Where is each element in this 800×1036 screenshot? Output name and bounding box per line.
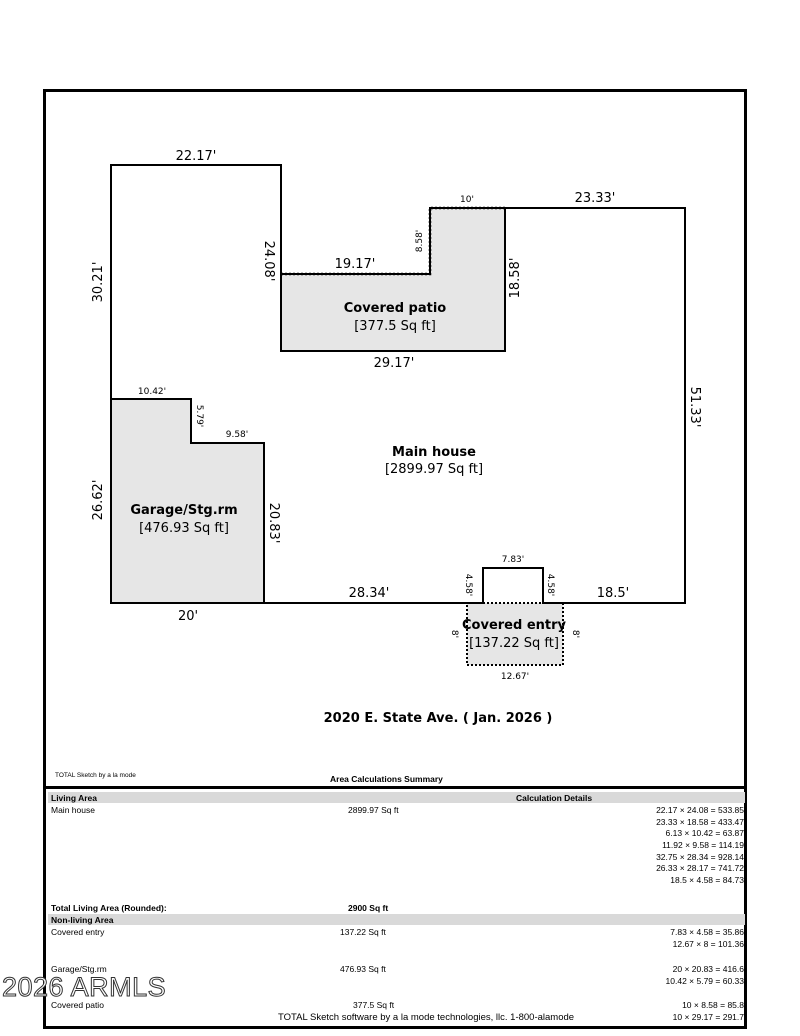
dim-left-lower: 26.62' <box>91 480 106 521</box>
software-footer: TOTAL Sketch software by a la mode techn… <box>278 1012 575 1023</box>
calc-line: 10 × 29.17 = 291.7 <box>672 1011 744 1022</box>
dim-patio-right: 18.58' <box>508 258 523 299</box>
covered-entry-label: Covered entry <box>51 927 105 937</box>
dim-bottom-mid: 28.34' <box>349 586 390 601</box>
living-area-bar <box>48 792 745 803</box>
patio-value: 377.5 Sq ft <box>353 1000 395 1010</box>
dim-bottom-right: 18.5' <box>597 586 630 601</box>
sketch-frame <box>43 89 747 1029</box>
calc-line: 26.33 × 28.17 = 741.72 <box>656 863 744 874</box>
non-living-header: Non-living Area <box>51 915 114 925</box>
covered-entry-value: 137.22 Sq ft <box>340 927 386 937</box>
calc-line: 6.13 × 10.42 = 63.87 <box>665 828 744 839</box>
garage-calcs: 20 × 20.83 = 416.6 10.42 × 5.79 = 60.33 <box>642 964 744 987</box>
dim-entry-left-step: 4.58' <box>463 574 473 597</box>
calc-line: 12.67 × 8 = 101.36 <box>672 938 744 949</box>
covered-entry-calcs: 7.83 × 4.58 = 35.86 12.67 × 8 = 101.36 <box>642 927 744 950</box>
dim-patio-top-small: 10' <box>460 195 474 205</box>
garage-value: 476.93 Sq ft <box>340 964 386 974</box>
area-summary-table: Living Area Calculation Details Main hou… <box>46 786 747 1031</box>
entry-area: [137.22 Sq ft] <box>469 636 559 651</box>
calc-line: 10.42 × 5.79 = 60.33 <box>665 975 744 986</box>
main-house-value: 2899.97 Sq ft <box>348 805 399 815</box>
calc-line: 32.75 × 28.34 = 928.14 <box>656 851 744 862</box>
calc-details-header: Calculation Details <box>516 793 593 803</box>
main-house-calcs: 22.17 × 24.08 = 533.85 23.33 × 18.58 = 4… <box>642 805 744 887</box>
dim-entry-right-step: 4.58' <box>545 574 555 597</box>
garage-name: Garage/Stg.rm <box>130 503 237 518</box>
garage-area-label: [476.93 Sq ft] <box>139 521 229 536</box>
sketch-credit: TOTAL Sketch by a la mode <box>55 772 136 779</box>
patio-calcs: 10 × 8.58 = 85.8 10 × 29.17 = 291.7 <box>642 1000 744 1023</box>
non-living-bar <box>48 914 745 925</box>
dim-patio-bottom: 29.17' <box>374 356 415 371</box>
dim-entry-right: 8' <box>570 630 580 638</box>
dim-entry-left: 8' <box>449 630 459 638</box>
dim-entry-top: 7.83' <box>502 555 525 565</box>
dim-garage-top: 10.42' <box>138 387 166 397</box>
main-house-outline <box>110 164 282 603</box>
main-name: Main house <box>392 445 476 460</box>
calc-line: 18.5 × 4.58 = 84.73 <box>670 875 744 886</box>
calc-line: 22.17 × 24.08 = 533.85 <box>656 805 744 815</box>
main-house-label: Main house <box>51 805 95 815</box>
patio-area: [377.5 Sq ft] <box>354 319 436 334</box>
dim-patio-step: 8.58' <box>415 230 425 253</box>
dim-right: 51.33' <box>687 387 702 428</box>
dim-bottom-left: 20' <box>178 609 198 624</box>
dim-garage-step: 5.79' <box>194 405 204 428</box>
covered-entry-area <box>466 602 564 666</box>
calc-line: 11.92 × 9.58 = 114.19 <box>662 840 744 851</box>
entry-name: Covered entry <box>462 618 567 633</box>
patio-name: Covered patio <box>344 301 447 316</box>
main-area: [2899.97 Sq ft] <box>385 462 483 477</box>
patio-dotted-edge <box>281 206 505 276</box>
dim-left-upper: 30.21' <box>91 262 106 303</box>
patio-label: Covered patio <box>51 1000 104 1010</box>
dim-patio-top: 19.17' <box>335 257 376 272</box>
total-living-label: Total Living Area (Rounded): <box>51 903 167 913</box>
calc-line: 20 × 20.83 = 416.6 <box>672 964 744 974</box>
calc-line: 7.83 × 4.58 = 35.86 <box>670 927 744 937</box>
dim-top-right: 23.33' <box>575 191 616 206</box>
address: 2020 E. State Ave. ( Jan. 2026 ) <box>324 711 553 726</box>
dim-entry-bottom: 12.67' <box>501 672 529 682</box>
main-house-outline-right <box>264 207 686 604</box>
dim-top-left: 22.17' <box>176 149 217 164</box>
calc-line: 23.33 × 18.58 = 433.47 <box>656 816 744 827</box>
living-area-header: Living Area <box>51 793 97 803</box>
dim-garage-right: 20.83' <box>266 503 281 544</box>
floor-plan: Covered patio [377.5 Sq ft] Main house [… <box>91 149 702 726</box>
dim-garage-step-top: 9.58' <box>226 430 249 440</box>
total-living-value: 2900 Sq ft <box>348 903 389 913</box>
armls-watermark: 2026 ARMLS <box>1 972 167 1003</box>
garage-label: Garage/Stg.rm <box>51 964 107 974</box>
dim-inner-left: 24.08' <box>261 241 276 282</box>
summary-title: Area Calculations Summary <box>330 774 443 784</box>
calc-line: 10 × 8.58 = 85.8 <box>682 1000 744 1010</box>
